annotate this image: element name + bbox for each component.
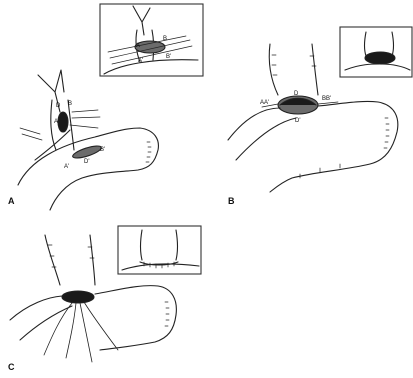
inset-a-label-a: A	[136, 43, 140, 49]
inset-a-label-b: B	[163, 36, 167, 42]
panel-letter-b: B	[228, 196, 235, 206]
panel-letter-c: C	[8, 362, 15, 372]
label-a-upper-mid: A	[54, 119, 58, 125]
label-b-right: BB'	[322, 96, 331, 102]
inset-a-label-a2: A'	[138, 58, 143, 64]
panel-a-inset-frame	[100, 4, 203, 76]
label-a-upper-left: D	[56, 103, 61, 109]
panel-letter-a: A	[8, 196, 15, 206]
label-a-lower-left: A'	[64, 164, 69, 170]
label-a-lower-mid: D'	[84, 159, 89, 165]
label-a-lower-right: B'	[100, 147, 105, 153]
label-b-top: D	[294, 91, 299, 97]
label-b-bottom: D'	[295, 118, 300, 124]
panel-a-drawing	[18, 70, 158, 210]
label-a-upper-right: B	[68, 101, 72, 107]
label-b-left: AA'	[260, 100, 269, 106]
inset-a-label-b2: B'	[166, 54, 171, 60]
panel-c-inset-frame	[118, 226, 201, 274]
